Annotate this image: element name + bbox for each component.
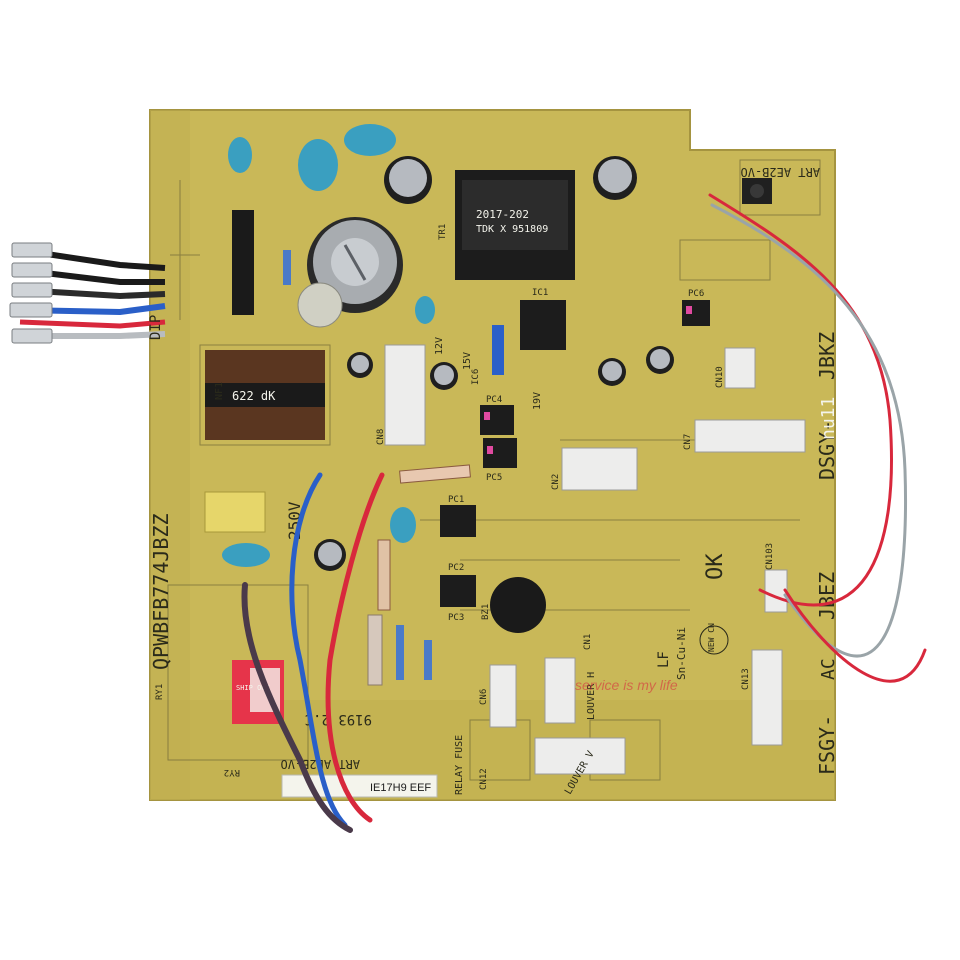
transformer-label: 2017-202: [476, 208, 529, 221]
ref-pc1: PC1: [448, 495, 464, 505]
resistors: [283, 250, 471, 686]
silkscreen-lines: [167, 159, 821, 781]
tactile-switch: [742, 178, 772, 204]
lug-terminal: [11, 262, 53, 278]
ship-out-text: SHIP OUT: [236, 684, 271, 692]
ref-cn2: CN2: [551, 474, 561, 490]
ref-cn6: CN6: [479, 689, 489, 705]
ceramic-capacitors: [222, 124, 435, 567]
ref-bz1: BZ1: [481, 604, 491, 620]
ref-pc3: PC3: [448, 613, 464, 623]
part-number-dsgy: DSGY-: [815, 420, 839, 480]
ref-cn7: CN7: [683, 434, 693, 450]
part-mid: nu11: [818, 397, 839, 440]
board-wires: [241, 193, 927, 833]
dip-marker: DIP: [148, 315, 164, 340]
new-cn-circle: [699, 625, 729, 655]
regulator: [232, 210, 254, 315]
ref-pc2: PC2: [448, 563, 464, 573]
buzzer: [490, 577, 546, 633]
left-wire-harness: [9, 242, 166, 344]
volt-19-label: 19V: [532, 392, 543, 410]
ok-mark: OK: [703, 553, 728, 580]
ref-tr1: TR1: [438, 224, 448, 240]
part-ac: AC: [818, 658, 839, 680]
ref-ry2: RY2: [224, 767, 240, 777]
date-code: 9193 2.C: [305, 711, 372, 727]
ref-pc5: PC5: [486, 473, 502, 483]
ref-cn8: CN8: [376, 429, 386, 445]
watermark: service is my life: [575, 677, 678, 693]
electrolytic-capacitors: [314, 156, 674, 571]
ref-cn1: CN1: [583, 634, 593, 650]
transformer: 2017-202 TDK X 951809: [455, 170, 575, 280]
integrated-circuits: [440, 300, 710, 607]
art-code-top: ART AE2B-VO: [741, 165, 820, 179]
lug-terminal: [11, 242, 53, 258]
new-cn-mark: NEW CN: [707, 623, 716, 652]
ic-marker: [484, 412, 490, 420]
lug-terminal: [11, 282, 53, 298]
board-shade-left: [150, 110, 190, 800]
ref-cn10: CN10: [715, 366, 725, 388]
ic-marker: [487, 446, 493, 454]
choke-coil: 622 dK: [205, 350, 325, 440]
nf1-label: NF1: [214, 382, 225, 400]
ref-cn13: CN13: [741, 668, 751, 690]
mesh-capacitor: [297, 282, 343, 328]
part-suffix-jbkz: JBKZ: [815, 332, 839, 380]
ic-marker: [686, 306, 692, 314]
lug-terminal: [9, 302, 53, 318]
lot-label: IE17H9 EEF: [370, 782, 431, 794]
volt-12-label: 12V: [434, 337, 445, 355]
ref-pc4: PC4: [486, 395, 502, 405]
ref-ic6: IC6: [471, 369, 481, 385]
louver-h-label: LOUVER H: [586, 672, 597, 720]
relay-fuse-label: RELAY FUSE: [454, 735, 465, 795]
choke-label: 622 dK: [232, 389, 276, 403]
part-suffix-jbez: JBEZ: [815, 572, 839, 620]
ref-cn12: CN12: [479, 768, 489, 790]
ref-cn103: CN103: [765, 543, 775, 570]
part-number-fsgy: FSGY-: [815, 715, 839, 775]
volt-15-label: 15V: [462, 352, 473, 370]
x2-capacitor: [204, 491, 266, 533]
model-code: QPWBFB774JBZZ: [149, 513, 173, 670]
sn-cu-ni-mark: Sn-Cu-Ni: [675, 627, 688, 680]
component-refs: CN8 CN2 CN7 CN10 CN6 CN12 CN13 CN1 CN103…: [155, 224, 775, 790]
transformer-label-2: TDK X 951809: [476, 224, 548, 235]
ref-pc6: PC6: [688, 289, 704, 299]
ref-ry1: RY1: [155, 684, 165, 700]
lug-terminal: [11, 328, 53, 344]
lf-mark: LF: [656, 651, 672, 668]
ref-ic1: IC1: [532, 288, 548, 298]
connectors: [384, 344, 806, 775]
